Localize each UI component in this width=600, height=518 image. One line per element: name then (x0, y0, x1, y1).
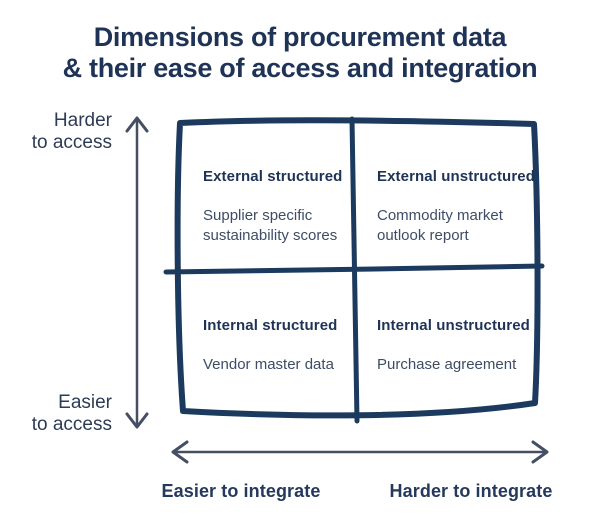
x-axis-label-easier: Easier to integrate (161, 481, 321, 501)
quadrant-internal-structured: Internal structured Vendor master data (203, 317, 361, 375)
quadrant-internal-unstructured: Internal unstructured Purchase agreement (377, 317, 535, 375)
matrix-grid (163, 116, 545, 424)
matrix-horizontal-divider (163, 263, 545, 275)
y-axis-arrow (125, 116, 149, 429)
y-axis-arrowhead-up-icon (125, 116, 149, 133)
quadrant-heading: External structured (203, 168, 343, 185)
diagram-title: Dimensions of procurement data & their e… (62, 22, 538, 83)
y-axis-arrowhead-down-icon (125, 412, 149, 429)
matrix-vertical-divider (349, 116, 360, 424)
quadrant-example: Purchase agreement (377, 356, 517, 373)
quadrant-heading: Internal structured (203, 317, 338, 334)
x-axis-arrowhead-right-icon (531, 440, 549, 464)
quadrant-heading: Internal unstructured (377, 317, 530, 334)
y-axis-label-harder: Harder to access (31, 110, 112, 153)
x-axis-arrowhead-left-icon (171, 440, 189, 464)
quadrant-example: Vendor master data (203, 356, 334, 373)
x-axis-label-harder: Harder to integrate (389, 481, 553, 501)
quadrant-external-unstructured: External unstructured Commodity market o… (377, 168, 535, 246)
quadrant-example: Supplier specific sustainability scores (203, 207, 338, 244)
quadrant-heading: External unstructured (377, 168, 535, 185)
quadrant-external-structured: External structured Supplier specific su… (203, 168, 361, 246)
quadrant-example: Commodity market outlook report (377, 207, 503, 244)
y-axis-label-easier: Easier to access (31, 392, 112, 435)
x-axis-arrow (171, 440, 549, 464)
